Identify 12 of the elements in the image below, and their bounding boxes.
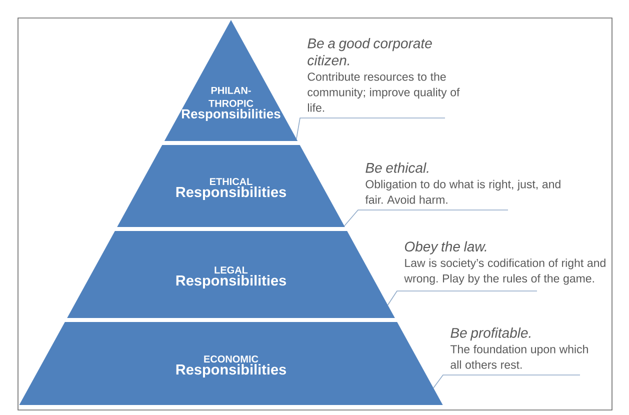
pyramid-level: LEGAL Responsibilities (67, 231, 395, 318)
leader-line (387, 290, 538, 306)
callout-text: Be profitable. The foundation upon which all others rest. (450, 328, 588, 369)
pyramid-level: PHILAN- THROPIC Responsibilities (164, 20, 298, 141)
callout-text: Obey the law. Law is society’s codification of right and wrong. Play by the rules of the game. (404, 241, 606, 285)
callout-text: Be ethical. Obligation to do what is right, just, and fair. Avoid harm. (365, 162, 560, 204)
leader-line (344, 210, 508, 226)
pyramid-level: ECONOMIC Responsibilities (19, 322, 443, 405)
leader-line (433, 374, 580, 388)
pyramid-level: ETHICAL Responsibilities (117, 145, 345, 227)
leader-line (296, 118, 446, 140)
callout-text: Be a good corporate citizen. Contribute resources to the community; improve quality of life. (308, 38, 460, 112)
